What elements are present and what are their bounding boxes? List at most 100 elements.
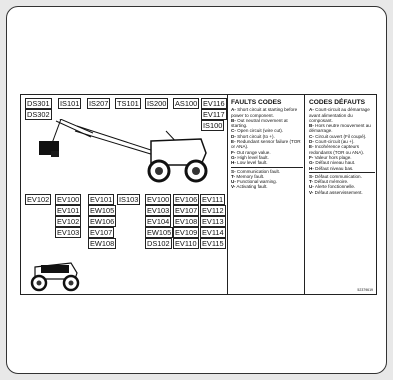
- code-tag: IS101: [58, 98, 82, 109]
- fault-item: V- Défaut asservissement.: [309, 190, 375, 195]
- fault-key: T-: [231, 173, 236, 179]
- machine-base-illustration: [30, 262, 80, 292]
- fault-key: F-: [231, 149, 236, 155]
- fault-key: H-: [231, 160, 236, 166]
- code-tag: AS100: [173, 98, 200, 109]
- fault-key: E-: [231, 139, 236, 145]
- reference-number: 52379619: [357, 288, 373, 292]
- fault-text: Défaut communication.: [314, 173, 362, 179]
- fault-key: T-: [309, 179, 314, 185]
- fault-item: A- Short circuit at starting before powe…: [231, 107, 303, 118]
- column-divider: [304, 95, 305, 294]
- fault-key: F-: [309, 154, 314, 160]
- code-tag: EV101: [55, 205, 82, 216]
- fault-key: S-: [231, 168, 236, 174]
- fault-text: Circuit ouvert (Fil coupé).: [315, 133, 367, 139]
- code-tag: EV106: [173, 194, 200, 205]
- fault-text: Hors neutre mouvement au démarrage.: [309, 123, 371, 134]
- fault-text: Low level fault.: [237, 160, 268, 166]
- fault-key: A-: [231, 107, 236, 113]
- code-tag: EV108: [173, 216, 200, 227]
- fault-key: U-: [309, 184, 314, 190]
- fault-item: C- Circuit ouvert (Fil coupé).: [309, 134, 375, 139]
- code-tag: EV111: [200, 194, 226, 205]
- faults-codes-fr: CODES DÉFAUTS A- Court-circuit au démarr…: [309, 99, 375, 195]
- code-tag: EV100: [55, 194, 82, 205]
- faults-codes-en: FAULTS CODES A- Short circuit at startin…: [231, 99, 303, 190]
- code-tag: EV114: [200, 227, 226, 238]
- fault-text: Valeur hors plage.: [314, 154, 352, 160]
- code-tag: EV103: [145, 205, 172, 216]
- code-tag: EV100: [145, 194, 172, 205]
- fault-item: F- Valeur hors plage.: [309, 155, 375, 160]
- code-tag: EW108: [88, 238, 117, 249]
- fault-text: Open circuit (wire cut).: [237, 128, 284, 134]
- column-divider: [227, 95, 228, 294]
- fault-item: E- Redundant sensor failure (TOR or ANA)…: [231, 139, 303, 150]
- fault-key: B-: [231, 117, 236, 123]
- code-tag: EV101: [88, 194, 115, 205]
- code-tag: TS101: [115, 98, 141, 109]
- fault-text: Memory fault.: [236, 173, 265, 179]
- fault-item: H- Low level fault.: [231, 160, 303, 165]
- fault-item: G- Défaut niveau haut.: [309, 160, 375, 165]
- code-tag: IS100: [201, 120, 225, 131]
- code-tag: EV102: [25, 194, 52, 205]
- fault-text: Alerte fonctionnelle.: [314, 184, 356, 190]
- fault-item: S- Défaut communication.: [309, 174, 375, 179]
- fault-item: C- Open circuit (wire cut).: [231, 128, 303, 133]
- fault-key: B-: [309, 123, 314, 129]
- fault-key: C-: [309, 133, 314, 139]
- code-tag: DS302: [25, 109, 52, 120]
- faults-title-fr: CODES DÉFAUTS: [309, 99, 366, 106]
- fault-text: Short circuit at starting before power t…: [231, 107, 298, 118]
- faults-title-en: FAULTS CODES: [231, 99, 282, 106]
- code-tag: EV117: [201, 109, 227, 120]
- fault-key: D-: [231, 133, 236, 139]
- code-tag: IS200: [145, 98, 169, 109]
- code-tag: EV104: [145, 216, 172, 227]
- fault-key: A-: [309, 107, 314, 113]
- code-tag: DS102: [145, 238, 172, 249]
- fault-item: G- High level fault.: [231, 155, 303, 160]
- fault-text: Défaut niveau bas.: [315, 165, 354, 171]
- fault-item: B- Hors neutre mouvement au démarrage.: [309, 123, 375, 134]
- fault-item: E- Incohérence capteurs redondants (TOR …: [309, 144, 375, 155]
- fault-key: D-: [309, 139, 314, 145]
- fault-key: G-: [231, 154, 237, 160]
- code-tag: EV110: [173, 238, 199, 249]
- code-tag: DS301: [25, 98, 52, 109]
- code-tag: EV102: [55, 216, 82, 227]
- divider: [309, 171, 375, 173]
- label-card: [6, 6, 387, 374]
- code-tag: EV116: [201, 98, 227, 109]
- fault-text: Out range value.: [236, 149, 271, 155]
- fault-item: T- Memory fault.: [231, 174, 303, 179]
- fault-text: Défaut asservissement.: [314, 189, 363, 195]
- boom-lift-side-illustration: [39, 119, 208, 183]
- fault-text: Défaut niveau haut.: [315, 160, 356, 166]
- code-tag: IS207: [87, 98, 111, 109]
- fault-key: C-: [231, 128, 236, 134]
- fault-key: U-: [231, 179, 236, 185]
- fault-key: G-: [309, 160, 315, 166]
- fault-item: S- Communication fault.: [231, 169, 303, 174]
- fault-text: Court-circuit au démarrage avant aliment…: [309, 107, 370, 123]
- code-tag: IS103: [117, 194, 141, 205]
- code-tag: EV109: [173, 227, 200, 238]
- fault-item: U- Functional warning.: [231, 179, 303, 184]
- decal-panel: DS301 IS101 IS207 TS101 IS200 AS100 EV11…: [20, 94, 377, 295]
- code-tag: EW105: [88, 205, 117, 216]
- fault-item: D- Court-circuit (au +).: [309, 139, 375, 144]
- code-tag: EW105: [145, 227, 174, 238]
- code-tag: EV115: [200, 238, 226, 249]
- fault-item: H- Défaut niveau bas.: [309, 166, 375, 171]
- fault-key: V-: [309, 189, 314, 195]
- code-tag: EV113: [200, 216, 226, 227]
- fault-key: H-: [309, 165, 314, 171]
- fault-item: F- Out range value.: [231, 150, 303, 155]
- fault-text: Communication fault.: [236, 168, 281, 174]
- fault-text: Short circuit (to +).: [237, 133, 275, 139]
- fault-item: D- Short circuit (to +).: [231, 134, 303, 139]
- fault-item: B- Out neutral movement at starting.: [231, 118, 303, 129]
